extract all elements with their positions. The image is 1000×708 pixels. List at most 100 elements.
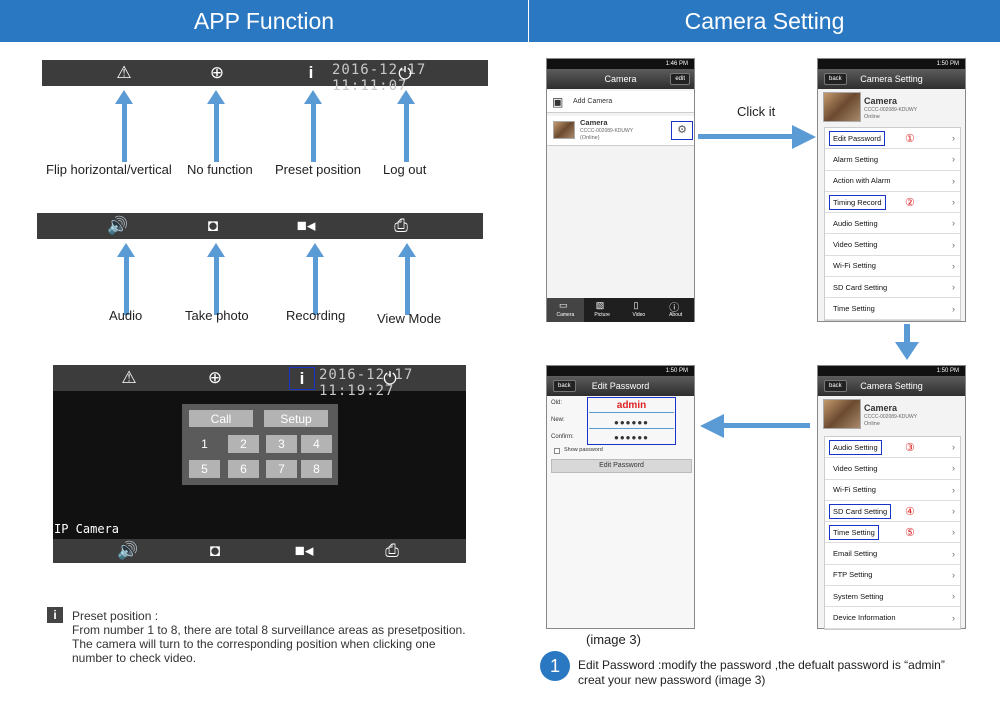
menu-ftp-setting[interactable]: FTP Setting› [825,565,960,587]
camera-status: Online [864,421,880,427]
preset-icon[interactable]: i [289,367,315,390]
add-camera-row[interactable]: ▣ Add Camera [547,91,694,113]
tab-video[interactable]: ▯Video [621,298,658,322]
video-overlay-text: IP Camera [54,522,120,536]
preset-key-7[interactable]: 7 [266,460,297,478]
add-camera-icon: ▣ [552,95,564,109]
back-button[interactable]: back [824,73,847,85]
confirm-password-input[interactable]: ●●●●●● [614,433,649,442]
camera-icon[interactable]: ◘ [209,541,221,560]
screen-title: Camera Setting [860,381,923,391]
new-password-input[interactable]: ●●●●●● [589,416,674,429]
camera-row[interactable]: Camera CCCC-002089-KDUWY (Online) ⚙ [547,116,694,146]
title-bar: back Camera Setting [818,376,965,396]
preset-key-2[interactable]: 2 [228,435,259,453]
preset-note-line: The camera will turn to the correspondin… [72,637,436,651]
camera-thumbnail [553,121,575,139]
preset-key-8[interactable]: 8 [301,460,332,478]
preset-note-line: From number 1 to 8, there are total 8 su… [72,623,466,637]
edit-password-button[interactable]: Edit Password [551,459,692,473]
logout-icon[interactable]: ⏻ [398,63,412,83]
video-toolbar-bottom: 🔊 ◘ ■◂ ⎙ [53,539,466,563]
preset-icon[interactable]: i [308,63,314,82]
flip-icon[interactable]: ⚠ [121,368,137,387]
camera-header: Camera CCCC-002089-KDUWY Online [818,397,965,433]
chevron-right-icon: › [952,591,955,602]
menu-wifi-setting[interactable]: Wi-Fi Setting› [825,480,960,501]
old-password-input[interactable]: admin [589,400,674,413]
camera-name: Camera [864,96,898,106]
arrow-down [895,324,919,360]
menu-wifi-setting[interactable]: Wi-Fi Setting› [825,256,960,278]
menu-sd-card-setting[interactable]: SD Card Setting› [825,277,960,299]
zoom-icon[interactable]: ⊕ [207,368,223,387]
back-button[interactable]: back [553,380,576,392]
camera-id: CCCC-002089-KDUWY [580,128,634,134]
chevron-right-icon: › [952,260,955,271]
label-take-photo: Take photo [185,308,249,323]
menu-video-setting[interactable]: Video Setting› [825,458,960,480]
flip-icon[interactable]: ⚠ [116,63,132,82]
menu-label: Time Setting [829,524,879,540]
menu-device-information[interactable]: Device Information› [825,607,960,629]
tab-picture[interactable]: ▧Picture [584,298,621,322]
menu-action-with-alarm[interactable]: Action with Alarm› [825,171,960,192]
menu-label: Device Information [833,613,896,623]
view-mode-icon[interactable]: ⎙ [385,541,399,560]
chevron-right-icon: › [952,197,955,208]
gear-icon[interactable]: ⚙ [671,121,693,140]
menu-time-setting[interactable]: Time Setting› [825,298,960,320]
call-button[interactable]: Call [189,410,253,427]
edit-button[interactable]: edit [670,73,690,85]
preset-key-3[interactable]: 3 [266,435,297,453]
label-no-function: No function [187,162,253,177]
menu-label: Audio Setting [833,218,878,228]
timestamp: 2016-12-17 11:11:07 [332,62,427,94]
camera-thumbnail [823,92,861,122]
click-it-label: Click it [737,104,776,119]
menu-label: System Setting [833,591,884,601]
info-icon: ⓘ [669,303,680,314]
password-fields-highlight [587,397,676,445]
menu-email-setting[interactable]: Email Setting› [825,543,960,565]
menu-label: Edit Password [829,130,885,146]
new-label: New: [551,417,565,423]
camera-icon[interactable]: ◘ [207,216,219,235]
screen-title: Camera Setting [860,74,923,84]
zoom-icon[interactable]: ⊕ [209,63,225,82]
camera-status: (Online) [580,135,600,141]
screen-title: Camera [604,74,637,84]
record-icon[interactable]: ■◂ [296,216,316,235]
audio-icon[interactable]: 🔊 [117,541,139,560]
chevron-right-icon: › [952,303,955,314]
logout-icon[interactable]: ⏻ [383,368,397,388]
menu-system-setting[interactable]: System Setting › [825,586,960,608]
menu-alarm-setting[interactable]: Alarm Setting› [825,149,960,171]
tab-camera[interactable]: ▭Camera [547,298,584,322]
preset-key-4[interactable]: 4 [301,435,332,453]
chevron-right-icon: › [952,484,955,495]
back-button[interactable]: back [824,380,847,392]
record-icon[interactable]: ■◂ [294,541,314,560]
header-camera-setting: Camera Setting [528,0,1000,42]
status-time: 1:50 PM [547,366,694,376]
menu-video-setting[interactable]: Video Setting› [825,234,960,256]
audio-icon[interactable]: 🔊 [107,216,129,235]
preset-key-5[interactable]: 5 [189,460,220,478]
status-time: 1:50 PM [818,59,965,69]
arrow [304,90,322,162]
preset-key-6[interactable]: 6 [228,460,259,478]
view-mode-icon[interactable]: ⎙ [394,216,408,235]
menu-audio-setting[interactable]: Audio Setting› [825,213,960,235]
footnote-text: Edit Password :modify the password ,the … [578,658,945,688]
show-password-checkbox[interactable] [554,448,560,454]
preset-key-1[interactable]: 1 [201,437,208,451]
setup-button[interactable]: Setup [264,410,328,427]
